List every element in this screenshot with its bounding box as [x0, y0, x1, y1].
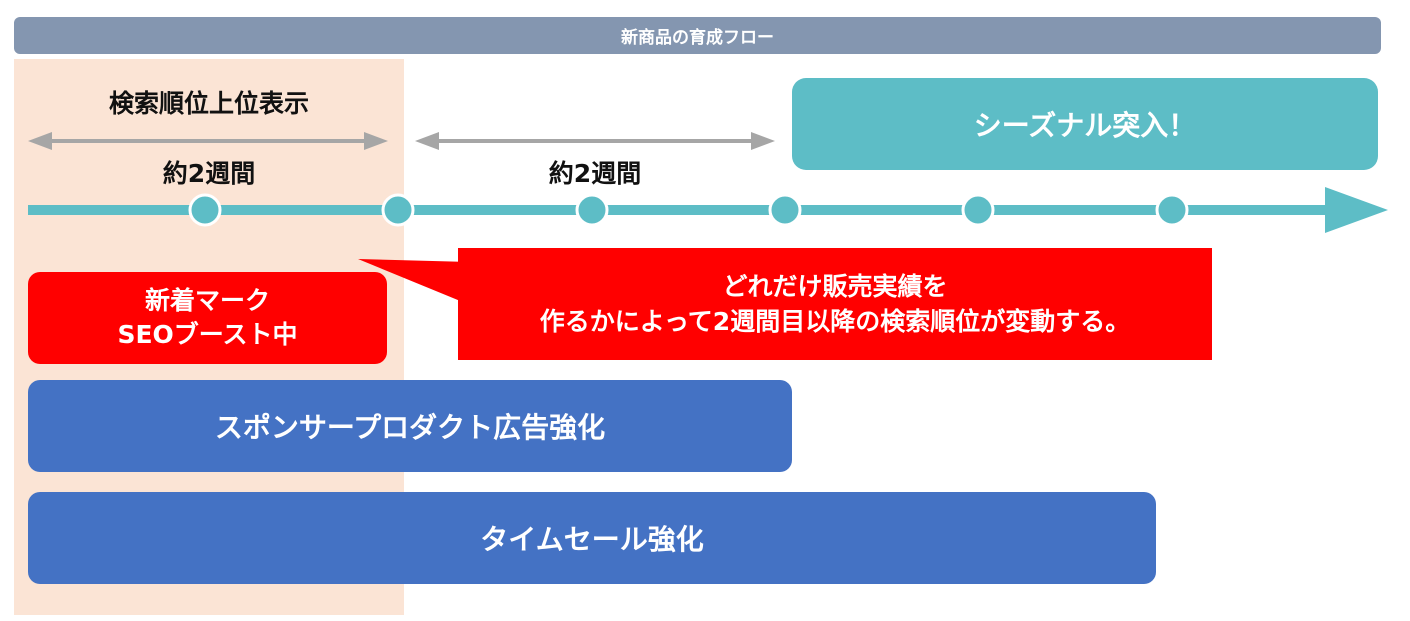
callout-tail: [358, 259, 470, 305]
time-sale-bar: タイムセール強化: [28, 492, 1156, 584]
header-title: 新商品の育成フロー: [621, 28, 774, 48]
sponsored-ads-bar: スポンサープロダクト広告強化: [28, 380, 792, 472]
header-bar: 新商品の育成フロー: [14, 17, 1381, 54]
seasonal-box: シーズナル突入！: [792, 78, 1378, 170]
milestone-dot: [381, 193, 415, 227]
callout-line1: どれだけ販売実績を: [722, 272, 948, 301]
phase1-duration: 約2週間: [162, 159, 256, 188]
milestone-dot: [1155, 193, 1189, 227]
callout-line2: 作るかによって2週間目以降の検索順位が変動する。: [539, 307, 1131, 336]
new-mark-line2: SEOブースト中: [117, 320, 298, 349]
seasonal-label: シーズナル突入！: [973, 109, 1197, 142]
callout-box: どれだけ販売実績を 作るかによって2週間目以降の検索順位が変動する。: [458, 248, 1212, 360]
milestone-dot: [575, 193, 609, 227]
milestone-dot: [961, 193, 995, 227]
new-mark-box: 新着マーク SEOブースト中: [28, 272, 387, 364]
phase1-title: 検索順位上位表示: [108, 89, 309, 118]
phase2-duration: 約2週間: [548, 159, 642, 188]
duration-arrow-2: [415, 132, 775, 150]
timeline-arrow: [28, 187, 1388, 233]
timeline-milestones: [188, 193, 1189, 227]
new-mark-line1: 新着マーク: [144, 286, 270, 316]
time-sale-label: タイムセール強化: [480, 523, 704, 556]
milestone-dot: [188, 193, 222, 227]
milestone-dot: [768, 193, 802, 227]
sponsored-ads-label: スポンサープロダクト広告強化: [214, 411, 606, 444]
duration-arrow-1: [28, 132, 388, 150]
